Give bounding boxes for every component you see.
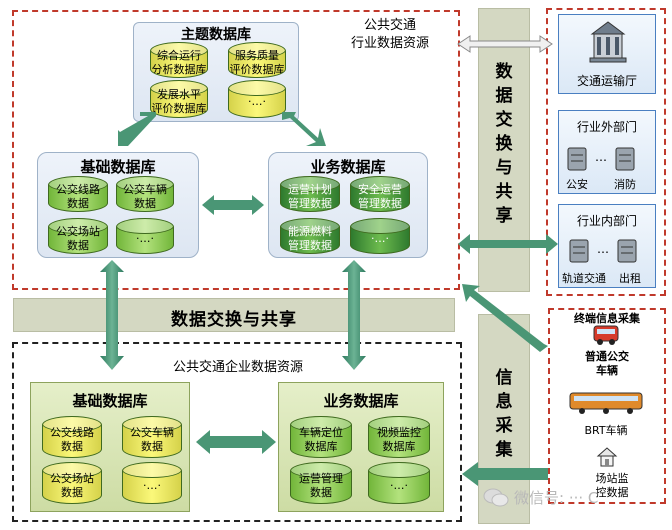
arrow-right-v <box>342 260 366 370</box>
arrow-enterprise-h <box>196 430 276 454</box>
enterprise-basic-db-title: 基础数据库 <box>72 392 148 410</box>
exchange-band-label: 数据交换与共享 <box>171 310 297 330</box>
arrow-internal-h <box>458 234 558 254</box>
theme-db-cylinder-3: 发展水平 评价数据库 <box>150 80 208 118</box>
server-icon <box>568 238 590 264</box>
house-icon <box>596 446 618 468</box>
right-region-top <box>546 8 666 296</box>
server-icon <box>616 238 638 264</box>
collection-column-label: 信息采集 <box>478 366 530 462</box>
theme-db-cylinder-1: 综合运行 分析数据库 <box>150 42 208 78</box>
terminal-region <box>548 308 666 504</box>
industry-basic-db-title: 基础数据库 <box>80 158 156 176</box>
enterprise-business-cylinder-4: ·…· <box>368 462 430 504</box>
collection-column-text: 信息采集 <box>495 368 513 460</box>
enterprise-region <box>12 342 462 522</box>
transport-dept-label: 交通运输厅 <box>576 74 637 88</box>
external-right-label: 消防 <box>614 178 636 191</box>
enterprise-basic-cylinder-1: 公交线路 数据 <box>42 416 102 458</box>
external-left-label: 公安 <box>566 178 588 191</box>
industry-title-line1: 公共交通 <box>363 18 416 33</box>
industry-business-cylinder-1: 运营计划 管理数据 <box>280 176 340 212</box>
arrow-terminal-left <box>462 462 548 486</box>
enterprise-basic-cylinder-4: ·…· <box>122 462 182 504</box>
internal-ellipsis: … <box>597 242 609 256</box>
enterprise-business-db-title: 业务数据库 <box>323 392 399 410</box>
bus-icon <box>592 324 620 346</box>
theme-db-title: 主题数据库 <box>181 27 251 43</box>
server-icon <box>614 146 636 172</box>
terminal-station-label: 场站监 控数据 <box>595 472 629 499</box>
industry-region <box>12 10 460 290</box>
terminal-bus-label: 普通公交 车辆 <box>585 350 629 377</box>
server-icon <box>566 146 588 172</box>
wechat-icon <box>482 486 510 508</box>
arrow-theme-business <box>282 112 326 146</box>
industry-business-cylinder-3: 能源燃料 管理数据 <box>280 218 340 254</box>
exchange-column-label: 数据交换与共享 <box>478 60 530 228</box>
industry-business-cylinder-2: 安全运营 管理数据 <box>350 176 410 212</box>
industry-basic-cylinder-2: 公交车辆 数据 <box>116 176 174 212</box>
enterprise-basic-cylinder-2: 公交车辆 数据 <box>122 416 182 458</box>
exchange-column-text: 数据交换与共享 <box>495 62 513 226</box>
external-dept-title: 行业外部门 <box>576 120 637 134</box>
internal-right-label: 出租 <box>619 272 641 285</box>
industry-title-line2: 行业数据资源 <box>350 36 429 51</box>
building-icon <box>586 18 630 64</box>
exchange-band <box>13 298 455 332</box>
internal-left-label: 轨道交通 <box>562 272 606 285</box>
enterprise-title: 公共交通企业数据资源 <box>172 360 303 375</box>
industry-business-db-title: 业务数据库 <box>310 158 386 176</box>
industry-basic-cylinder-3: 公交场站 数据 <box>48 218 108 254</box>
theme-db-cylinder-2: 服务质量 评价数据库 <box>228 42 286 78</box>
industry-basic-cylinder-4: ·…· <box>116 218 174 254</box>
terminal-title: 终端信息采集 <box>574 312 640 325</box>
arrow-theme-basic <box>118 112 156 146</box>
enterprise-basic-cylinder-3: 公交场站 数据 <box>42 462 102 504</box>
terminal-brt-label: BRT车辆 <box>584 424 628 437</box>
theme-db-cylinder-4: ·…· <box>228 80 286 118</box>
arrow-industry-h <box>202 195 264 215</box>
watermark-text: 微信号: ··· C <box>514 489 599 507</box>
enterprise-business-cylinder-3: 运营管理 数据 <box>290 462 352 504</box>
industry-basic-cylinder-1: 公交线路 数据 <box>48 176 108 212</box>
enterprise-business-cylinder-2: 视频监控 数据库 <box>368 416 430 458</box>
brt-icon <box>568 390 644 416</box>
arrow-top-h <box>457 35 553 53</box>
arrow-left-v <box>100 260 124 370</box>
industry-business-cylinder-4: ·…· <box>350 218 410 254</box>
internal-dept-title: 行业内部门 <box>576 214 637 228</box>
enterprise-business-cylinder-1: 车辆定位 数据库 <box>290 416 352 458</box>
external-ellipsis: … <box>595 150 607 164</box>
arrow-terminal-up <box>462 284 548 352</box>
